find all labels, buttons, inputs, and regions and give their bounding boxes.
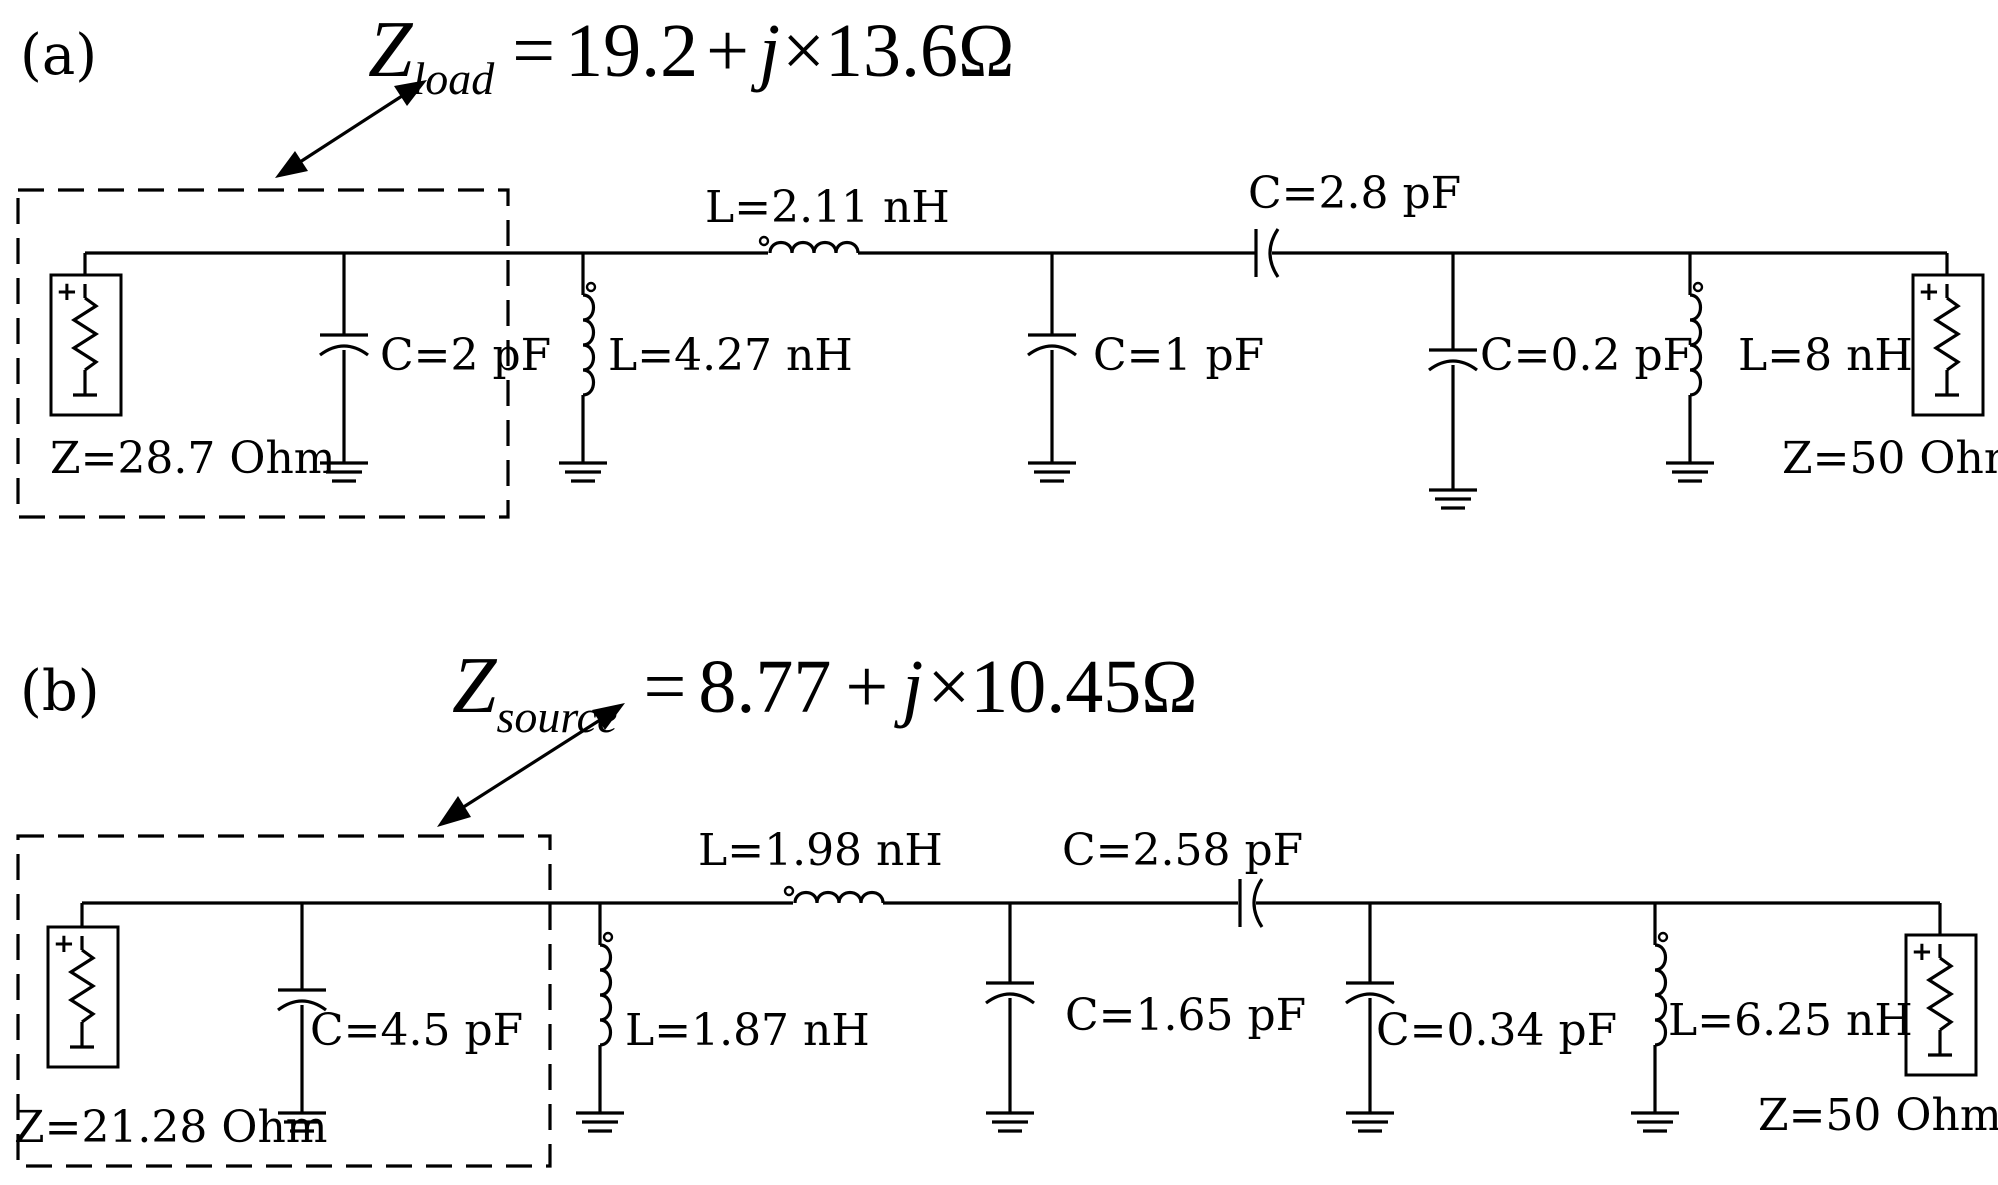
label-l-shunt-b-2: L=6.25 nH bbox=[1668, 995, 1913, 1046]
label-c-shunt-b-3: C=0.34 pF bbox=[1376, 1005, 1617, 1056]
series-capacitor-a bbox=[1254, 227, 1300, 279]
termination-port-a: + bbox=[1911, 253, 1985, 417]
shunt-capacitor-b-3 bbox=[1344, 903, 1396, 1133]
series-inductor-b bbox=[783, 884, 885, 905]
label-c-shunt-b-1: C=4.5 pF bbox=[310, 1005, 523, 1056]
shunt-inductor-b-1 bbox=[574, 903, 626, 1133]
svg-text:+: + bbox=[1918, 277, 1940, 307]
label-l-series-b: L=1.98 nH bbox=[698, 825, 943, 876]
panel-b-tag: (b) bbox=[20, 659, 100, 724]
shunt-capacitor-a-1 bbox=[318, 253, 370, 483]
series-inductor-a bbox=[758, 234, 860, 255]
label-c-series-b: C=2.58 pF bbox=[1062, 825, 1303, 876]
svg-text:+: + bbox=[1911, 937, 1933, 967]
label-source-z-b: Z=21.28 Ohm bbox=[14, 1102, 328, 1153]
svg-text:+: + bbox=[53, 929, 75, 959]
label-l-shunt-a-1: L=4.27 nH bbox=[608, 330, 853, 381]
source-impedance-equation: Zsource=8.77+j×10.45Ω bbox=[452, 642, 1198, 742]
panel-a: (a) Zload=19.2+j×13.6Ω + Z=28.7 Ohm bbox=[16, 6, 1998, 519]
load-impedance-equation: Zload=19.2+j×13.6Ω bbox=[368, 6, 1015, 104]
shunt-inductor-b-2 bbox=[1629, 903, 1681, 1133]
label-c-shunt-a-1: C=2 pF bbox=[380, 330, 551, 381]
shunt-inductor-a-2 bbox=[1664, 253, 1716, 483]
source-region-box bbox=[16, 834, 552, 1168]
label-c-shunt-a-2: C=1 pF bbox=[1093, 330, 1264, 381]
label-l-shunt-b-1: L=1.87 nH bbox=[625, 1005, 870, 1056]
label-l-shunt-a-2: L=8 nH bbox=[1738, 330, 1913, 381]
label-c-series-a: C=2.8 pF bbox=[1248, 168, 1461, 219]
label-source-z-a: Z=28.7 Ohm bbox=[50, 433, 336, 484]
shunt-capacitor-a-3 bbox=[1427, 253, 1479, 510]
load-pointer-arrow bbox=[275, 80, 427, 178]
shunt-capacitor-a-2 bbox=[1026, 253, 1078, 483]
source-pointer-arrow bbox=[437, 703, 625, 827]
load-region-box bbox=[16, 188, 510, 519]
shunt-capacitor-b-1 bbox=[276, 903, 328, 1133]
label-l-series-a: L=2.11 nH bbox=[705, 182, 950, 233]
label-c-shunt-b-2: C=1.65 pF bbox=[1065, 990, 1306, 1041]
shunt-capacitor-b-2 bbox=[984, 903, 1036, 1133]
termination-port-b: + bbox=[1904, 903, 1978, 1077]
svg-text:+: + bbox=[56, 277, 78, 307]
label-c-shunt-a-3: C=0.2 pF bbox=[1480, 330, 1693, 381]
label-term-z-b: Z=50 Ohm bbox=[1758, 1090, 1998, 1141]
label-term-z-a: Z=50 Ohm bbox=[1782, 433, 1998, 484]
shunt-inductor-a-1 bbox=[557, 253, 609, 483]
panel-a-tag: (a) bbox=[20, 23, 97, 88]
source-port-b: + bbox=[46, 903, 120, 1069]
panel-b: (b) Zsource=8.77+j×10.45Ω + Z=21.28 Ohm bbox=[14, 642, 1998, 1168]
source-port-a: + bbox=[49, 253, 123, 417]
series-capacitor-b bbox=[1238, 877, 1282, 929]
